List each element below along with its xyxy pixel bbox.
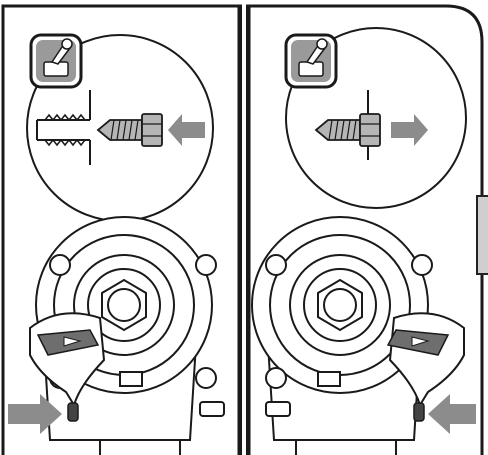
lever-callout <box>29 312 106 422</box>
lever-callout <box>386 312 465 422</box>
drill-head <box>35 216 225 455</box>
loosen-illustration <box>246 4 484 455</box>
frame-border <box>246 4 484 455</box>
screw-loosening-icon <box>284 33 338 89</box>
frame-border <box>1 4 242 455</box>
page-edge-tab <box>476 195 488 275</box>
workpiece <box>36 90 91 165</box>
screw-icon <box>96 113 163 147</box>
tighten-illustration <box>1 4 242 455</box>
push-arrow-right-icon <box>8 394 62 434</box>
direction-arrow-left-icon <box>168 114 205 146</box>
push-arrow-left-icon <box>428 394 476 434</box>
panel-tighten <box>0 0 242 455</box>
screw-tightening-icon <box>29 33 83 89</box>
panel-loosen <box>246 0 488 455</box>
direction-arrow-right-icon <box>391 114 428 146</box>
screw-icon <box>314 113 381 147</box>
